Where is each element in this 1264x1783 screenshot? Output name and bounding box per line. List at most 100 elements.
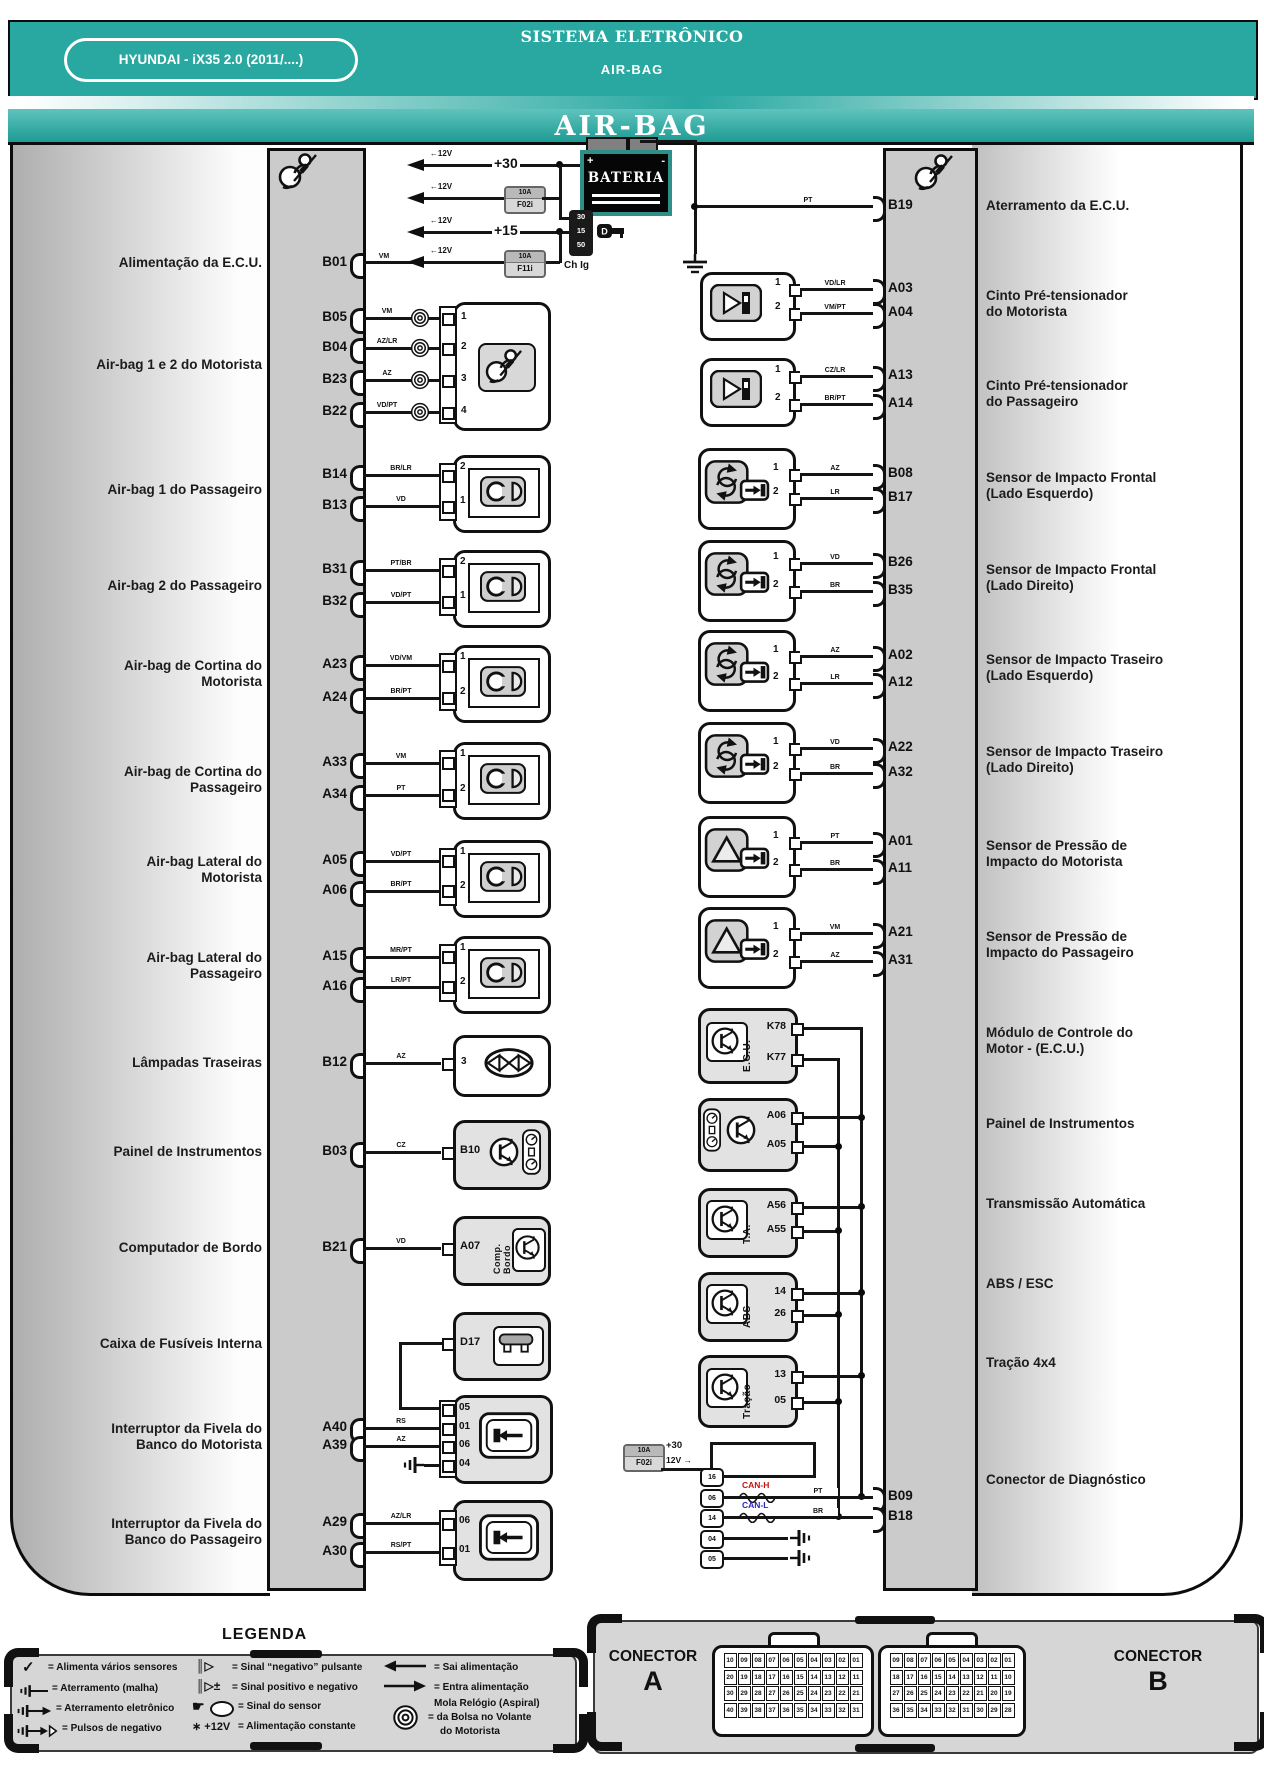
- connector-pin: [789, 864, 802, 877]
- junction-dot: [835, 1227, 842, 1234]
- lamp-icon: [483, 1046, 535, 1080]
- wire-color: MR/PT: [368, 947, 434, 955]
- squib-icon: [480, 666, 526, 697]
- wire-color: BR: [798, 1508, 838, 1516]
- pin-number: 2: [773, 857, 779, 868]
- pin-number: 2: [461, 341, 467, 352]
- right-label: do Motorista: [986, 304, 1067, 319]
- twisted-pair-icon: [739, 1511, 775, 1523]
- legend-tab: [250, 1650, 322, 1658]
- wire-color: LR: [800, 489, 870, 497]
- connector-pin: [442, 660, 455, 673]
- wire-segment: [697, 205, 873, 208]
- hand-sensor-icon: ☛: [192, 1698, 205, 1714]
- left-label: Air-bag 2 do Passageiro: [107, 578, 262, 593]
- pin-a23: A23: [322, 656, 347, 671]
- connector-a-label: CONECTOR: [608, 1648, 698, 1665]
- pin-b05: B05: [322, 309, 347, 324]
- pin-number: 4: [461, 405, 467, 416]
- page-title: AIR-BAG: [554, 111, 710, 142]
- wire-segment: [363, 986, 441, 989]
- wire-segment: [559, 165, 562, 220]
- squib-icon: [480, 957, 526, 988]
- battery-plate: [592, 201, 660, 204]
- clockspring-icon: [410, 338, 430, 358]
- pin-number: 1: [775, 277, 781, 288]
- connector-pin-cell: 02: [835, 1652, 849, 1668]
- connector-pin-cell: 01: [1001, 1652, 1015, 1668]
- right-label: Cinto Pré-tensionador: [986, 288, 1128, 303]
- wire-segment: [363, 1427, 441, 1430]
- wire-segment: [363, 1247, 441, 1250]
- connector-pin-cell: 05: [793, 1652, 807, 1668]
- connector-b-label: CONECTOR: [1113, 1648, 1203, 1665]
- legend-text: = Sinal positivo e negativo: [232, 1682, 358, 1693]
- legend-text: = da Bolsa no Volante: [428, 1712, 532, 1723]
- vehicle-name: HYUNDAI - iX35 2.0 (2011/....): [118, 52, 304, 67]
- can-h-label: CAN-H: [742, 1480, 770, 1490]
- connector-pin: [442, 789, 455, 802]
- wire-segment: [363, 762, 441, 765]
- wire-segment: [399, 1342, 442, 1345]
- connector-bracket: [1234, 1712, 1264, 1751]
- pin-number: 1: [773, 644, 779, 655]
- pin-arc: [350, 1053, 363, 1079]
- connector-rail: [439, 1400, 457, 1478]
- legend-tab: [250, 1742, 322, 1750]
- wire-color: VD/PT: [366, 402, 408, 410]
- connector-pin-cell: 39: [737, 1703, 751, 1719]
- connector-pin-cell: 35: [903, 1703, 917, 1719]
- pin-13: 13: [774, 1368, 786, 1380]
- connector-pin: [442, 407, 455, 420]
- wire-color: CZ: [368, 1142, 434, 1150]
- connector-pin-cell: 08: [903, 1652, 917, 1668]
- connector-pin: [791, 1226, 804, 1239]
- connector-pin-cell: 32: [835, 1703, 849, 1719]
- pin-arc: [350, 1542, 363, 1568]
- right-label-panel: [972, 142, 1243, 1596]
- connector-pin-cell: 18: [889, 1669, 903, 1685]
- wire-segment: [399, 1342, 402, 1409]
- gauge-cluster-icon: [522, 1127, 541, 1177]
- legend-text: = Alimentação constante: [238, 1721, 356, 1732]
- power-out-arrow: [407, 256, 424, 268]
- pin-number: 2: [460, 880, 466, 891]
- ignition-key-icon: [597, 222, 627, 240]
- pin-05: 05: [774, 1394, 786, 1406]
- pin-b17: B17: [888, 489, 913, 504]
- power-out-arrow: [407, 226, 424, 238]
- pin-b31: B31: [322, 561, 347, 576]
- pin-number: 2: [773, 579, 779, 590]
- clockspring-icon: [392, 1704, 419, 1731]
- connector-pin: [442, 375, 455, 388]
- connector-pin-cell: 15: [931, 1669, 945, 1685]
- pos-neg-icon: ║▷±: [196, 1679, 221, 1693]
- ground-electronic-icon: [16, 1704, 52, 1718]
- pin-a29: A29: [322, 1514, 347, 1529]
- check-icon: ✓: [22, 1659, 35, 1676]
- battery-plate: [592, 194, 660, 197]
- wire-color: AZ: [800, 465, 870, 473]
- pin-a14: A14: [888, 395, 913, 410]
- pin-a06: A06: [322, 882, 347, 897]
- legend-text: = Aterramento (malha): [52, 1683, 159, 1694]
- ign-pin-30: 30: [576, 212, 586, 221]
- wire-segment: [694, 140, 697, 254]
- gauge-cluster-icon: [703, 1106, 721, 1154]
- pin-arc: [350, 1142, 363, 1168]
- pin-number: 1: [460, 748, 466, 759]
- connector-pin: [442, 470, 455, 483]
- pin-arc: [873, 763, 886, 789]
- pin-a32: A32: [888, 764, 913, 779]
- left-label: Motorista: [201, 674, 262, 689]
- right-label: (Lado Esquerdo): [986, 486, 1094, 501]
- wire-segment: [722, 1557, 788, 1560]
- pin-arc: [350, 338, 363, 364]
- connector-pin-cell: 30: [973, 1703, 987, 1719]
- wire-segment: [424, 1464, 442, 1467]
- connector-pin-cell: 06: [779, 1652, 793, 1668]
- pin-a33: A33: [322, 754, 347, 769]
- connector-pin-cell: 30: [723, 1686, 737, 1702]
- left-label: Alimentação da E.C.U.: [118, 255, 262, 270]
- connector-pin-cell: 10: [723, 1652, 737, 1668]
